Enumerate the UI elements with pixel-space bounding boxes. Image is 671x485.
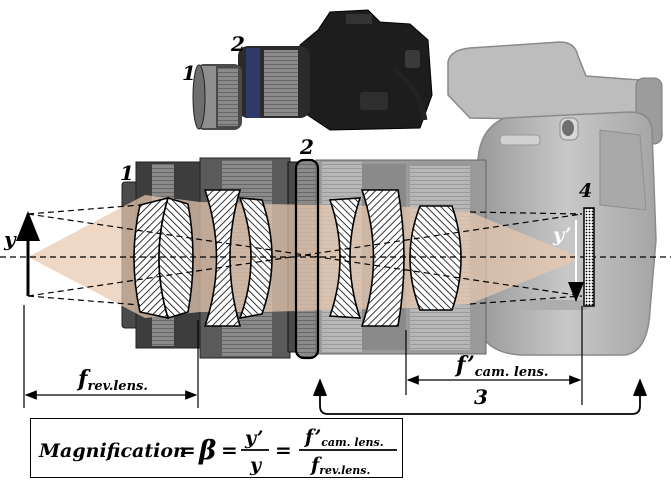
label-y-prime: y’ (552, 224, 571, 246)
formula-magnification-label: Magnification (38, 440, 187, 462)
formula-f-cam: f’cam. lens. (303, 426, 384, 449)
label-2: 2 (299, 135, 314, 159)
formula-beta: β (198, 436, 216, 466)
image-sensor (583, 207, 595, 307)
label-1: 1 (120, 161, 134, 185)
dimension-f-rev (23, 305, 199, 408)
label-f-cam: f’cam. lens. (454, 352, 548, 380)
formula-eq-1: = (179, 438, 196, 462)
optical-rays (0, 204, 671, 306)
bracket-3 (312, 378, 648, 415)
magnification-formula: Magnification = β = y’ y = f’cam. lens. … (30, 418, 403, 478)
formula-y: y (249, 454, 263, 476)
lens-elements (133, 189, 462, 327)
formula-y-prime: y’ (244, 427, 263, 449)
label-1-photo: 1 (182, 61, 196, 85)
label-4: 4 (579, 180, 592, 202)
formula-eq-3: = (275, 438, 292, 462)
formula-f-rev: frev.lens. (309, 454, 370, 477)
formula-eq-2: = (221, 438, 238, 462)
label-y: y (3, 227, 17, 251)
label-3: 3 (474, 385, 488, 409)
label-f-rev: frev.lens. (76, 366, 148, 394)
camera-photo (192, 9, 435, 138)
label-2-photo: 2 (230, 32, 245, 56)
coupling-ring (294, 158, 320, 360)
